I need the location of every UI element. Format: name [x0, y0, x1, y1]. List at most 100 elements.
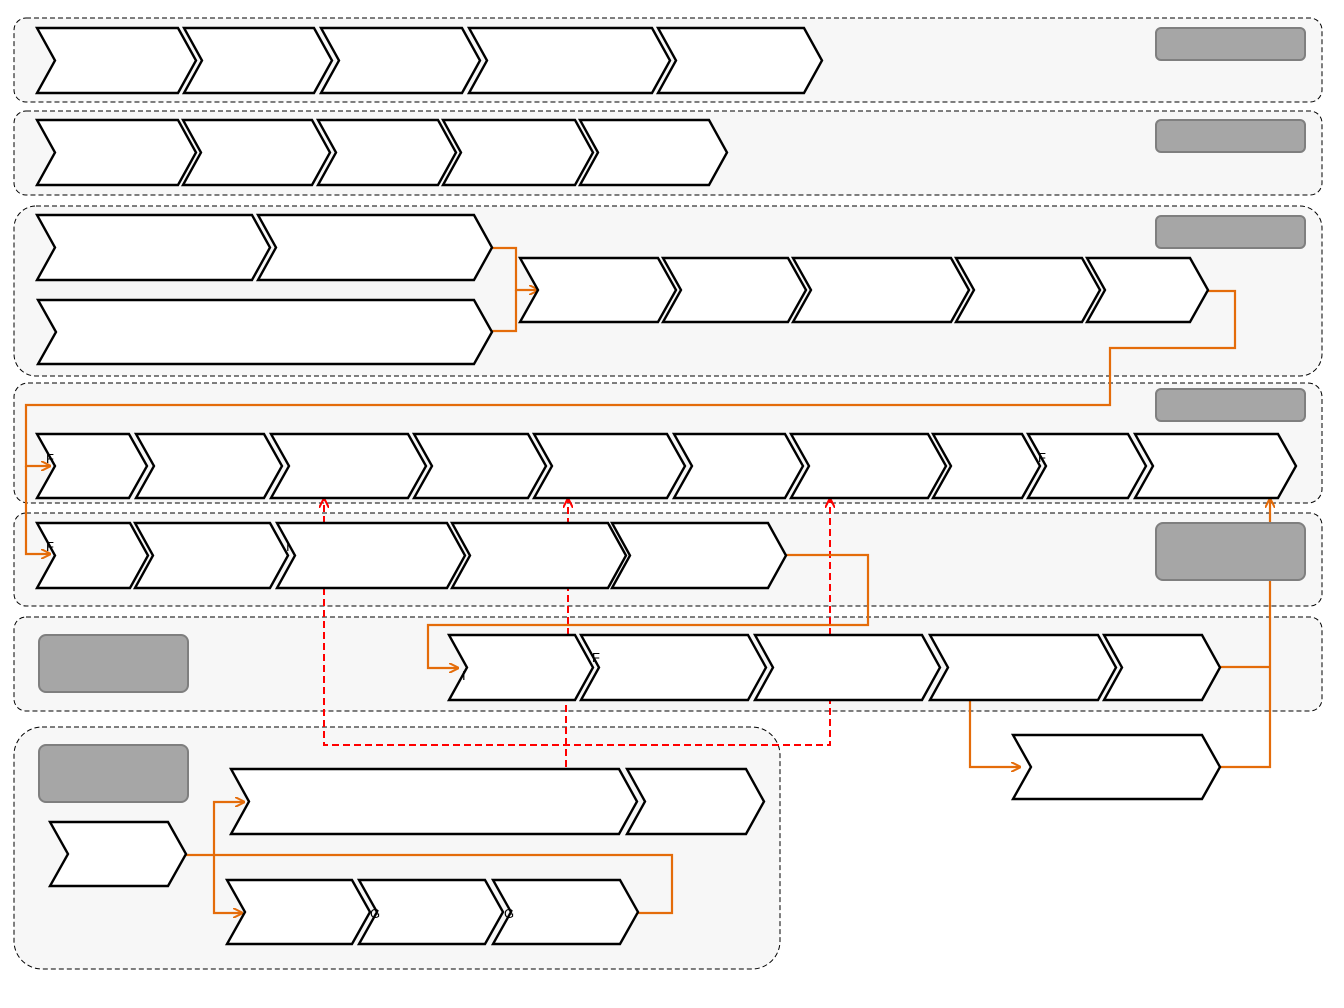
process-step [255, 213, 494, 282]
process-step-chevron [1084, 256, 1210, 324]
process-step [34, 521, 150, 590]
flow-lines [24, 246, 1270, 915]
process-step [228, 767, 639, 836]
process-step [788, 432, 948, 500]
process-step-chevron [315, 118, 458, 187]
process-step-chevron [790, 256, 971, 324]
lane-tag [1155, 27, 1306, 61]
text-fragments: F F I I F G G F [46, 450, 1046, 921]
process-step-chevron [927, 633, 1118, 702]
process-step [752, 633, 942, 702]
process-step [356, 878, 505, 946]
process-step [224, 878, 372, 946]
lane-tag [38, 634, 189, 693]
process-step [181, 26, 334, 95]
process-step [1101, 633, 1222, 702]
process-step [624, 767, 766, 836]
process-step-chevron [578, 633, 768, 702]
process-step-chevron [318, 26, 482, 95]
process-step [446, 633, 595, 702]
process-step-chevron [671, 432, 805, 500]
process-step-chevron [181, 26, 334, 95]
process-step-chevron [255, 213, 494, 282]
process-step-chevron [446, 633, 595, 702]
text-fragment: I [462, 668, 466, 683]
flow-arrow [24, 289, 1237, 466]
process-step [318, 26, 482, 95]
process-step-chevron [1025, 432, 1148, 500]
lane-tag [1155, 522, 1306, 581]
flow-arrow [212, 855, 242, 913]
text-fragment: F [46, 451, 54, 466]
process-step [268, 432, 428, 500]
process-step-chevron [517, 256, 678, 324]
process-step [35, 298, 494, 366]
process-step [517, 256, 678, 324]
process-step [927, 633, 1118, 702]
process-step [133, 432, 284, 500]
process-step-chevron [35, 298, 494, 366]
process-step-chevron [466, 26, 672, 95]
process-step [531, 432, 687, 500]
process-step [671, 432, 805, 500]
process-step [660, 256, 808, 324]
flow-arrow [212, 802, 244, 855]
process-step [34, 26, 198, 95]
dependency-lines [324, 499, 830, 767]
flow-arrow [492, 246, 538, 290]
process-step-chevron [356, 878, 505, 946]
process-step-chevron [490, 878, 640, 946]
flow-line [186, 853, 674, 915]
process-step [34, 213, 272, 282]
process-step [274, 521, 467, 590]
text-fragment: G [504, 906, 514, 921]
process-step-chevron [788, 432, 948, 500]
process-step-chevron [34, 521, 150, 590]
text-fragment: F [592, 650, 600, 665]
process-step [449, 521, 628, 590]
text-fragment: F [1038, 450, 1046, 465]
process-step-chevron [930, 432, 1042, 500]
process-step [411, 432, 548, 500]
process-step-chevron [411, 432, 548, 500]
flow-arrow [24, 466, 50, 554]
process-step [1084, 256, 1210, 324]
process-step-chevron [34, 26, 198, 95]
process-step [1132, 432, 1298, 500]
process-step-chevron [1132, 432, 1298, 500]
process-steps [34, 26, 1298, 946]
dependency-line [323, 588, 831, 746]
process-step [315, 118, 458, 187]
process-step-chevron [577, 118, 729, 187]
process-step [440, 118, 595, 187]
lane-tag [38, 744, 189, 803]
process-step [47, 820, 188, 888]
process-step [34, 432, 149, 500]
process-step-chevron [132, 521, 290, 590]
text-fragment: I [286, 539, 290, 554]
process-step [466, 26, 672, 95]
process-step [609, 521, 788, 590]
process-step [577, 118, 729, 187]
process-step [180, 118, 332, 187]
lane-tag [1155, 119, 1306, 153]
process-step [790, 256, 971, 324]
process-step-chevron [274, 521, 467, 590]
process-step-chevron [34, 432, 149, 500]
process-step-chevron [133, 432, 284, 500]
process-step [655, 26, 824, 95]
process-step-chevron [268, 432, 428, 500]
process-step-chevron [449, 521, 628, 590]
process-step [490, 878, 640, 946]
process-step-chevron [180, 118, 332, 187]
process-step-chevron [34, 118, 198, 187]
process-step [132, 521, 290, 590]
lane-tag [1155, 215, 1306, 249]
process-step-chevron [1010, 733, 1222, 801]
process-step-chevron [752, 633, 942, 702]
process-step-chevron [624, 767, 766, 836]
process-step [930, 432, 1042, 500]
process-step-chevron [440, 118, 595, 187]
